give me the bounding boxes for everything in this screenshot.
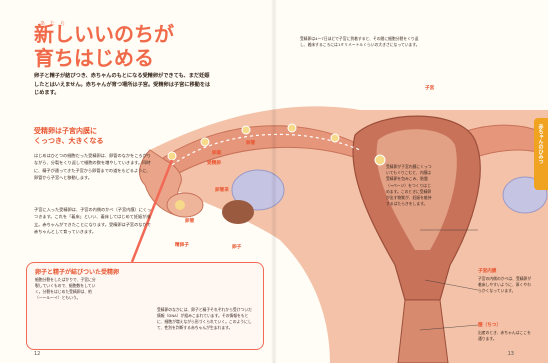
fertilized-egg (168, 152, 176, 160)
section-heading-line-1: 受精卵は子宮内膜に (34, 126, 154, 136)
title-line-1: 新しいいのちが (34, 22, 204, 46)
page-title: 新しいいのちが 育ちはじめる (34, 22, 204, 70)
note-top-right: 受精卵は4〜7日ほどで子宮に到着すると、その間に細胞分裂をくり返し、着床するころ… (300, 36, 424, 48)
note-lower-right: 子宮の内側のかべは、受精卵が着床しやすいように、厚くやわらかくなっています。 (478, 276, 532, 295)
section-heading: 受精卵は子宮内膜に くっつき、大きくなる (34, 126, 154, 146)
note-mid-right: 受精卵が子宮内膜にくっついてもぐりこむと、内膜は受精卵を包みこみ、胎盤（→ページ… (386, 164, 432, 207)
book-spine (271, 0, 277, 363)
corpus-luteum (222, 200, 254, 224)
label-rankan: 卵管 (246, 140, 255, 146)
page-number-right: 13 (508, 351, 514, 357)
side-tab-label: 赤ちゃんのひみつ (538, 124, 545, 164)
label-shikyunaimaku: 子宮内膜 (478, 268, 496, 274)
page-number-left: 12 (34, 351, 40, 357)
zygote-3 (288, 124, 296, 132)
vaginal-canal (398, 300, 448, 363)
note-bottom-right: 出産のとき、赤ちゃんはここを通ります。 (478, 330, 532, 342)
callout-text-right: 受精卵のなかには、卵子と精子それぞれから受けついだ情報（DNA）が組みこまれてい… (157, 307, 255, 331)
zygote-1 (201, 138, 209, 146)
body-paragraph-1: はじめはひとつの細胞だった受精卵は、卵管のなかをころがりながら、分裂をくり返して… (34, 152, 152, 182)
label-rukanbu: 卵管 (185, 218, 194, 224)
label-rankansai: 卵管采 (215, 187, 229, 193)
body-paragraph-2: 子宮に入った受精卵は、子宮の内側のかべ（子宮内膜）にくっつきます。これを「着床」… (34, 206, 152, 236)
callout-title: 卵子と精子が結びついた受精卵 (35, 267, 119, 276)
zygote-4 (331, 134, 339, 142)
ovum (175, 200, 185, 210)
zygote-2 (242, 126, 250, 134)
label-seiranshi: 精卵子 (175, 242, 189, 248)
side-tab[interactable]: 赤ちゃんのひみつ (534, 118, 548, 190)
label-shikyu: 子宮 (425, 85, 434, 91)
intro-paragraph: 卵子と精子が結びつき、赤ちゃんのもとになる受精卵ができても、まだ妊娠したとはいえ… (34, 72, 212, 98)
label-chitsu: 膣（ちつ） (478, 322, 501, 328)
label-ranso: 卵巣 (212, 150, 221, 156)
label-juseiran: 受精卵 (207, 160, 221, 166)
title-line-2: 育ちはじめる (34, 46, 204, 70)
section-heading-line-2: くっつき、大きくなる (34, 136, 154, 146)
label-ranshi: 卵子 (232, 244, 241, 250)
callout-box: 卵子と精子が結びついた受精卵 細胞分裂をしたばかりで、子宮に分裂していくもので、… (26, 262, 264, 350)
blastocyst (375, 155, 385, 165)
callout-text-left: 細胞分裂をしたばかりで、子宮に分裂していくもので、細胞数をしていく。分裂をはじめ… (35, 277, 97, 301)
